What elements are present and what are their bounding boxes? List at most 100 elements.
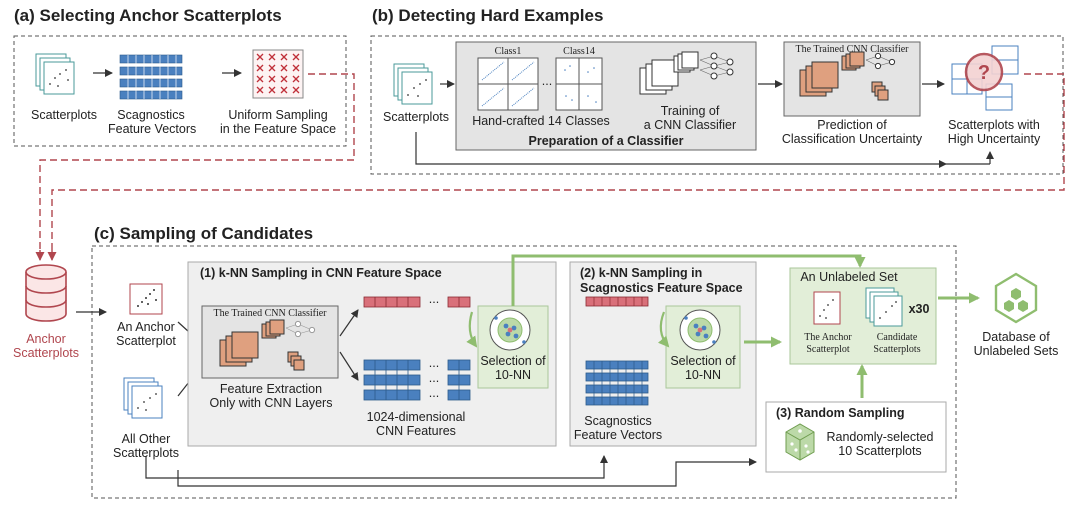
knn-cnn-title: (1) k-NN Sampling in CNN Feature Space — [200, 266, 442, 280]
cnn-feature-extractor-icon — [219, 319, 316, 371]
scagnostics-label-line1: Scagnostics — [117, 108, 185, 122]
selection-1-line1: Selection of — [480, 354, 546, 368]
scagnostics-label-line2: Feature Vectors — [108, 122, 197, 136]
candidate-stack-icon — [865, 287, 903, 327]
uniform-sampling-icon — [252, 49, 304, 99]
x30-label: x30 — [908, 302, 930, 316]
class1-grid-icon — [477, 57, 539, 111]
cnn-training-icon — [639, 51, 734, 95]
scag-vectors-line2: Feature Vectors — [573, 428, 663, 442]
panel-c-frame — [91, 245, 957, 499]
sample-mark — [292, 64, 300, 72]
green-flow-arrows — [511, 254, 980, 398]
sample-mark — [268, 53, 276, 61]
all-other-label-line2: Scatterplots — [112, 446, 179, 460]
sample-mark — [256, 53, 264, 61]
panel-b-title: (b) Detecting Hard Examples — [372, 6, 604, 25]
knn-cluster-icon — [679, 309, 721, 351]
sample-mark — [280, 53, 288, 61]
anchor-cnn-feature-vector — [363, 296, 471, 308]
training-label-line1: Training of — [660, 104, 720, 118]
cnn-features-line1: 1024-dimensional — [366, 410, 466, 424]
preparation-label: Preparation of a Classifier — [528, 134, 684, 148]
knn-scag-title-line2: Scagnostics Feature Space — [580, 281, 743, 295]
sample-mark — [268, 86, 276, 94]
vector-ellipsis: ... — [428, 371, 440, 385]
unlabeled-set-label: An Unlabeled Set — [800, 270, 898, 284]
selection-1-line2: 10-NN — [494, 368, 532, 382]
prediction-label-line1: Prediction of — [817, 118, 887, 132]
anchor-db-label-line2: Scatterplots — [12, 346, 79, 360]
class14-label: Class14 — [563, 46, 595, 57]
vector-ellipsis: ... — [428, 356, 440, 370]
sample-mark — [268, 75, 276, 83]
high-uncertainty-line2: High Uncertainty — [947, 132, 1041, 146]
anchor-scatterplot-icon — [129, 283, 163, 315]
database-line2: Unlabeled Sets — [973, 344, 1059, 358]
candidate-line1: Candidate — [876, 332, 918, 343]
all-other-label-line1: All Other — [121, 432, 171, 446]
prediction-label-line2: Classification Uncertainty — [781, 132, 923, 146]
high-uncertainty-line1: Scatterplots with — [948, 118, 1040, 132]
scagnostics-vectors-icon — [119, 54, 183, 100]
random-line1: Randomly-selected — [826, 430, 934, 444]
class14-grid-icon — [555, 57, 603, 111]
sample-mark — [256, 75, 264, 83]
sample-mark — [292, 86, 300, 94]
sample-mark — [256, 64, 264, 72]
scatterplots-label-a: Scatterplots — [30, 108, 97, 122]
scatterplot-stack-icon — [35, 53, 75, 95]
uniform-label-line2: in the Feature Space — [219, 122, 337, 136]
random-sampling-title: (3) Random Sampling — [776, 406, 905, 420]
knn-cluster-icon — [489, 309, 531, 351]
small-anchor-scatterplot-icon — [813, 291, 841, 325]
panel-a-frame — [13, 35, 347, 147]
panel-c-title: (c) Sampling of Candidates — [94, 224, 314, 243]
an-anchor-label-line2: Scatterplot — [116, 334, 176, 348]
other-cnn-feature-vectors — [363, 359, 471, 401]
knn-scag-title-line1: (2) k-NN Sampling in — [580, 266, 703, 280]
feature-extraction-line1: Feature Extraction — [219, 382, 323, 396]
selection-2-line2: 10-NN — [684, 368, 722, 382]
question-mark-icon: ? — [978, 62, 990, 84]
anchor-small-line1: The Anchor — [804, 332, 852, 343]
sample-mark — [256, 86, 264, 94]
scag-vectors-line1: Scagnostics — [584, 414, 652, 428]
sample-mark — [268, 64, 276, 72]
sample-mark — [280, 75, 288, 83]
feature-extraction-line2: Only with CNN Layers — [209, 396, 333, 410]
sample-mark — [280, 86, 288, 94]
anchor-small-line2: Scatterplot — [806, 344, 850, 355]
scatterplot-stack-icon — [393, 63, 433, 105]
candidate-line2: Scatterplots — [873, 344, 921, 355]
cnn-features-line2: CNN Features — [376, 424, 456, 438]
anchor-flow-connector — [39, 73, 1065, 258]
training-label-line2: a CNN Classifier — [643, 118, 737, 132]
anchor-database-icon — [25, 264, 67, 322]
cnn-feature-icon — [799, 51, 896, 101]
trained-cnn-label-c: The Trained CNN Classifier — [213, 308, 327, 319]
anchor-scagnostics-vector — [585, 296, 649, 307]
an-anchor-label-line1: An Anchor — [117, 320, 175, 334]
database-line1: Database of — [982, 330, 1050, 344]
scatterplots-label-b: Scatterplots — [382, 110, 449, 124]
vector-ellipsis: ... — [428, 292, 440, 306]
sample-mark — [292, 75, 300, 83]
selection-2-line1: Selection of — [670, 354, 736, 368]
class1-label: Class1 — [494, 46, 522, 57]
sample-mark — [280, 64, 288, 72]
unlabeled-database-icon — [994, 272, 1038, 324]
panel-b-frame — [370, 35, 1064, 175]
sample-mark — [292, 53, 300, 61]
anchor-db-label-line1: Anchor — [26, 332, 66, 346]
uncertain-scatterplots-icon: ? — [951, 45, 1019, 111]
trained-cnn-label-b: The Trained CNN Classifier — [795, 44, 909, 55]
panel-a-title: (a) Selecting Anchor Scatterplots — [14, 6, 282, 25]
all-other-scatterplots-icon — [123, 377, 163, 419]
other-scagnostics-vectors — [585, 360, 649, 406]
handcrafted-label: Hand-crafted 14 Classes — [472, 114, 610, 128]
uniform-label-line1: Uniform Sampling — [228, 108, 328, 122]
random-line2: 10 Scatterplots — [838, 444, 922, 458]
class-ellipsis: ... — [541, 74, 553, 88]
